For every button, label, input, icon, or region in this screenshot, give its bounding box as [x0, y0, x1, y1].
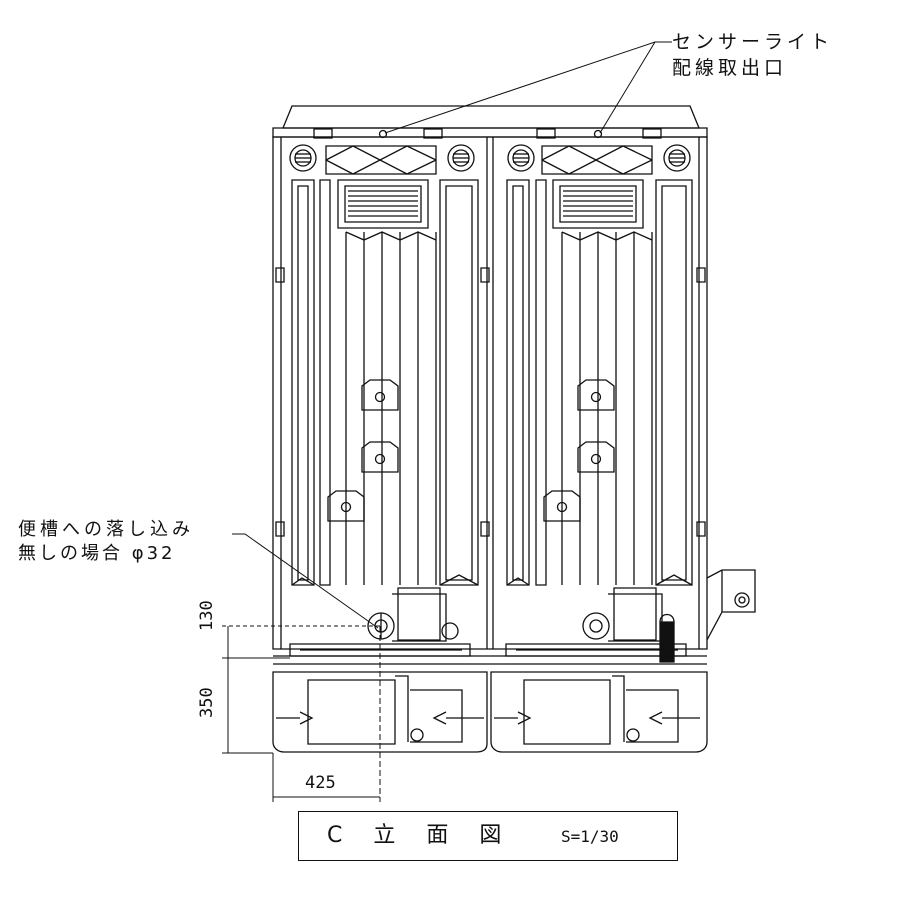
dimension-425: 425 — [305, 773, 336, 793]
drawing-title: C 立 面 図 — [327, 823, 514, 848]
tank-left — [273, 672, 487, 752]
body-outline — [273, 137, 707, 649]
wiring-outlet-label: 配線取出口 — [672, 57, 788, 79]
unit-left — [276, 145, 489, 641]
drain-note-line1: 便槽への落し込み — [18, 519, 194, 540]
roof — [273, 106, 707, 138]
drawing-scale: S=1/30 — [561, 827, 619, 846]
base-band — [273, 644, 707, 664]
title-block: C 立 面 図 S=1/30 — [298, 811, 678, 861]
dimension-lines — [222, 626, 380, 802]
leader-lines — [232, 42, 672, 628]
tank-right — [491, 672, 707, 752]
sensor-light-label: センサーライト — [672, 31, 834, 53]
dimension-130: 130 — [197, 600, 217, 631]
unit-right — [507, 145, 755, 662]
dimension-350: 350 — [197, 687, 217, 718]
drain-note-line2: 無しの場合 φ32 — [18, 543, 176, 564]
